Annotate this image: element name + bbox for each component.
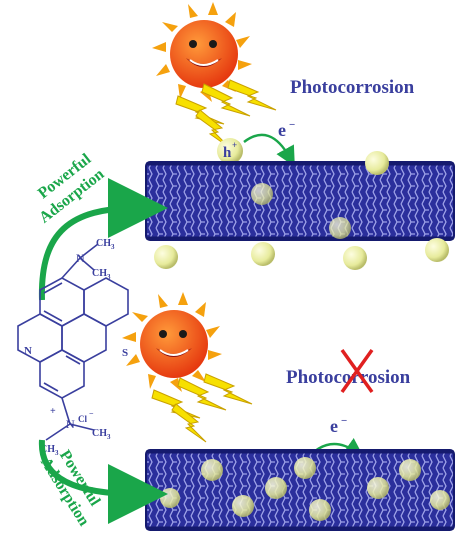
ch3-bot2-sub: 3: [107, 433, 111, 441]
cl-sup: −: [89, 409, 94, 418]
particles-top: [154, 151, 449, 270]
n-top: N: [76, 251, 85, 265]
bottom-title: Photocorrosion: [286, 367, 411, 388]
adsorption-arrow-top: [38, 178, 168, 301]
top-title: Photocorrosion: [290, 77, 415, 98]
plus-charge: +: [50, 406, 56, 417]
electron-transfer-arrow-top: [243, 133, 295, 167]
ring-s: S: [122, 347, 128, 359]
ch3-top2: CH: [92, 268, 107, 279]
carbon-nanotube-top: [145, 161, 455, 241]
molecule-labels: N CH 3 CH 3 N S + N Cl − CH 3 CH 3: [24, 238, 128, 457]
lightning-icon-bottom: [151, 373, 253, 443]
cl: Cl: [78, 414, 87, 424]
n-bottom: N: [66, 417, 75, 431]
bottom-panel: Photocorrosion e −: [37, 292, 455, 531]
hole-particle: [217, 138, 243, 164]
particles-bottom: [160, 457, 450, 521]
ch3-top1: CH: [96, 238, 111, 249]
electron-sup-top: −: [289, 119, 295, 131]
top-panel: Photocorrosion h + e − Powerful: [35, 2, 455, 301]
methylene-blue-molecule: [17, 243, 129, 441]
adsorption-arrow-bottom: [38, 439, 168, 524]
hole-sup: +: [232, 140, 237, 150]
molecule-ring-extra: [61, 313, 107, 363]
ring-n: N: [24, 345, 32, 357]
ch3-bot1-sub: 3: [55, 449, 59, 457]
sun-icon: [152, 2, 252, 102]
electron-label-bottom: e: [330, 416, 338, 436]
ch3-bot2: CH: [92, 428, 107, 439]
sun-icon-bottom: [122, 292, 222, 392]
ch3-top2-sub: 3: [107, 273, 111, 281]
ch3-bot1: CH: [40, 444, 55, 455]
hole-label: h: [223, 145, 232, 161]
electron-label-top: e: [278, 120, 286, 140]
ch3-top1-sub: 3: [111, 243, 115, 251]
lightning-icon: [175, 79, 277, 149]
cross-icon: [340, 348, 374, 394]
electron-sup-bottom: −: [341, 415, 347, 427]
